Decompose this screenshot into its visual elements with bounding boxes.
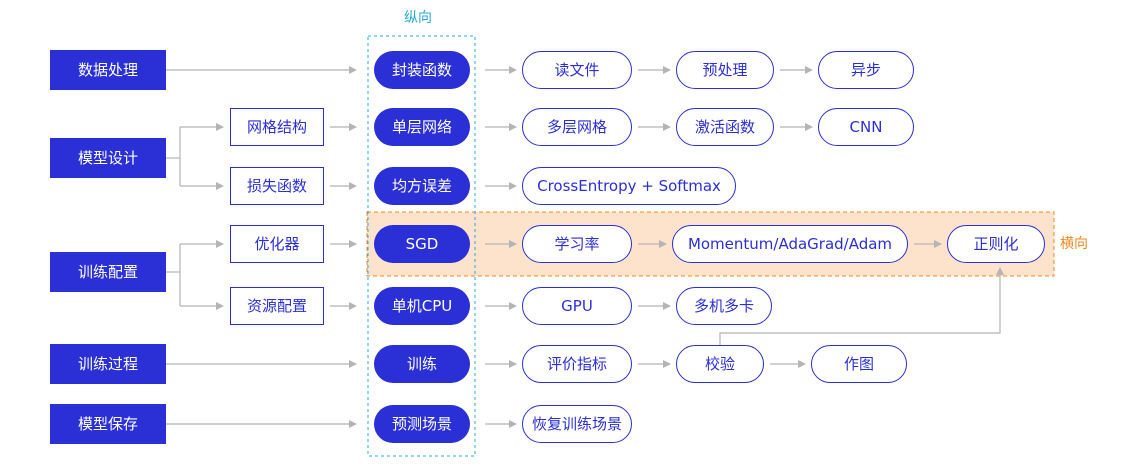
category-data-processing: 数据处理 xyxy=(50,50,166,90)
step-multi-gpu: 多机多卡 xyxy=(676,287,772,325)
subcategory-optimizer: 优化器 xyxy=(230,225,324,263)
key-node-mse: 均方误差 xyxy=(374,167,470,205)
subcategory-loss: 损失函数 xyxy=(230,167,324,205)
arrow-validation-to-regularization xyxy=(719,267,1004,345)
step-restore-scene: 恢复训练场景 xyxy=(522,405,632,443)
step-gpu: GPU xyxy=(522,287,632,325)
step-regularization: 正则化 xyxy=(947,225,1045,263)
horizontal-label: 横向 xyxy=(1060,236,1088,252)
key-node-wrap: 封装函数 xyxy=(374,51,470,89)
step-evaluation: 评价指标 xyxy=(522,345,632,383)
key-node-train: 训练 xyxy=(374,345,470,383)
subcategory-resource: 资源配置 xyxy=(230,287,324,325)
step-read-file: 读文件 xyxy=(522,51,632,89)
key-node-sgd: SGD xyxy=(374,225,470,263)
step-learning-rate: 学习率 xyxy=(522,225,632,263)
step-preprocess: 预处理 xyxy=(676,51,774,89)
key-node-single-cpu: 单机CPU xyxy=(374,287,470,325)
step-validation: 校验 xyxy=(676,345,764,383)
subcategory-network: 网格结构 xyxy=(230,108,324,146)
category-train-process: 训练过程 xyxy=(50,344,166,384)
vertical-label: 纵向 xyxy=(404,10,432,26)
step-cross-entropy: CrossEntropy + Softmax xyxy=(522,167,736,205)
key-node-single-layer: 单层网络 xyxy=(374,108,470,146)
step-multi-layer: 多层网格 xyxy=(522,108,632,146)
step-async: 异步 xyxy=(818,51,914,89)
key-node-predict-scene: 预测场景 xyxy=(374,405,470,443)
step-plot: 作图 xyxy=(811,345,907,383)
category-model-design: 模型设计 xyxy=(50,138,166,178)
category-train-config: 训练配置 xyxy=(50,252,166,292)
category-model-save: 模型保存 xyxy=(50,404,166,444)
step-momentum: Momentum/AdaGrad/Adam xyxy=(672,225,908,263)
step-cnn: CNN xyxy=(818,108,914,146)
step-activation: 激活函数 xyxy=(676,108,774,146)
